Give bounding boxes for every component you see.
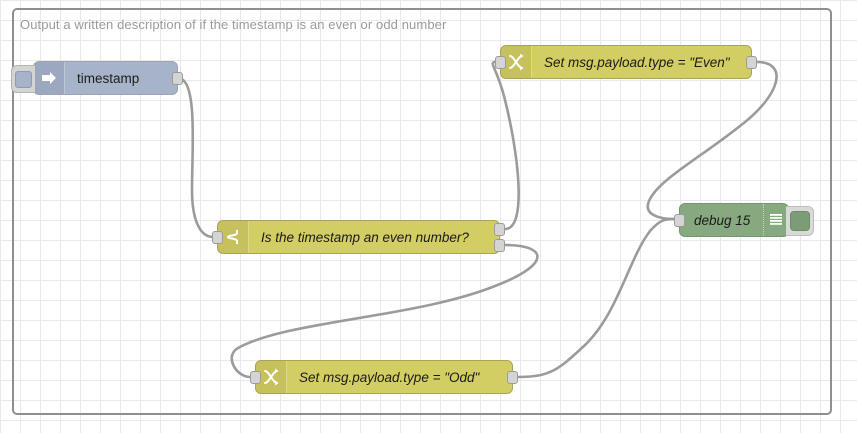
- node-label-switch: Is the timestamp an even number?: [261, 229, 469, 245]
- port-in-change-even-0[interactable]: [495, 56, 506, 69]
- debug-toggle-button-inner: [789, 211, 810, 231]
- node-change-odd[interactable]: Set msg.payload.type = "Odd": [250, 360, 518, 394]
- debug-lines-icon: [763, 204, 788, 236]
- port-out-change-even-0[interactable]: [746, 56, 757, 69]
- port-in-switch-0[interactable]: [212, 231, 223, 244]
- node-label-debug: debug 15: [694, 212, 751, 228]
- arrow-right-icon: [34, 62, 65, 94]
- node-change-even[interactable]: Set msg.payload.type = "Even": [495, 45, 757, 79]
- node-switch-is-even[interactable]: Is the timestamp an even number?: [212, 220, 505, 254]
- node-group-box[interactable]: [12, 8, 832, 415]
- port-out-switch-1[interactable]: [494, 239, 505, 252]
- node-label-change-even: Set msg.payload.type = "Even": [544, 54, 730, 70]
- port-out-change-odd-0[interactable]: [507, 371, 518, 384]
- port-in-change-odd-0[interactable]: [250, 371, 261, 384]
- node-label-change-odd: Set msg.payload.type = "Odd": [299, 369, 480, 385]
- node-label-inject: timestamp: [77, 70, 140, 86]
- node-group-label: Output a written description of if the t…: [20, 17, 447, 32]
- port-out-switch-0[interactable]: [494, 223, 505, 236]
- inject-trigger-button[interactable]: [11, 65, 35, 93]
- shuffle-swap-icon: [256, 361, 287, 393]
- node-debug-15[interactable]: debug 15: [674, 203, 814, 237]
- node-inject-timestamp[interactable]: timestamp: [11, 61, 183, 95]
- port-out-inject-0[interactable]: [172, 72, 183, 85]
- inject-trigger-button-inner: [15, 70, 32, 88]
- port-in-debug-0[interactable]: [674, 214, 685, 227]
- branch-fork-icon: [218, 221, 249, 253]
- debug-toggle-button[interactable]: [786, 206, 814, 236]
- shuffle-swap-icon: [501, 46, 532, 78]
